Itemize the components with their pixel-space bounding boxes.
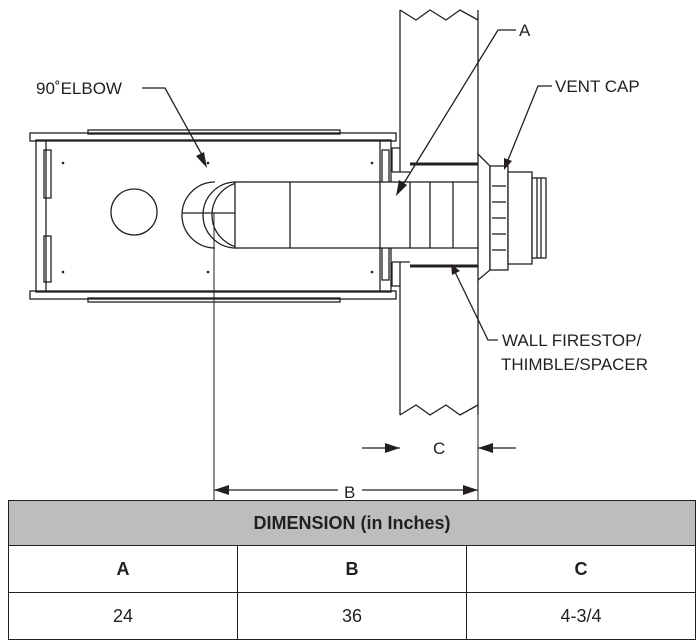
arrow-elbow [196, 152, 207, 168]
table-header-b: B [237, 545, 467, 593]
intake-hole [110, 188, 158, 236]
table-value-c: 4-3/4 [466, 592, 696, 640]
leader-firestop [454, 271, 498, 341]
label-firestop-line2: THIMBLE/SPACER [501, 355, 648, 374]
leader-vent-cap [507, 85, 552, 161]
arrow-firestop [451, 264, 460, 275]
table-header-c: C [466, 545, 696, 593]
table-row: 24 36 4-3/4 [8, 592, 696, 640]
arrow-c-left [385, 443, 400, 453]
label-vent-cap: VENT CAP [555, 77, 640, 96]
label-a: A [519, 21, 531, 40]
table-title: DIMENSION (in Inches) [8, 500, 696, 546]
leader-elbow [142, 87, 203, 156]
arrow-c-right [478, 443, 493, 453]
dimension-table: DIMENSION (in Inches) A B C 24 36 4-3/4 [8, 500, 696, 640]
vent-cap [477, 152, 547, 282]
leader-a [403, 29, 516, 184]
arrow-vent-cap [504, 158, 512, 170]
table-header-a: A [8, 545, 238, 593]
label-firestop-line1: WALL FIRESTOP/ [502, 331, 641, 350]
vent-pipe [234, 181, 481, 249]
table-value-a: 24 [8, 592, 238, 640]
wall-section [391, 9, 479, 416]
arrow-a [396, 180, 407, 196]
table-header-row: A B C [8, 545, 696, 593]
arrow-b-left [214, 485, 229, 495]
table-title-row: DIMENSION (in Inches) [8, 500, 696, 546]
label-dimension-b: B [344, 483, 355, 500]
table-value-b: 36 [237, 592, 467, 640]
venting-diagram: 90˚ELBOW A VENT CAP WALL FIRESTOP/ THIMB… [29, 9, 648, 500]
arrow-b-right [463, 485, 478, 495]
label-dimension-c: C [433, 439, 445, 458]
label-elbow: 90˚ELBOW [36, 79, 122, 98]
